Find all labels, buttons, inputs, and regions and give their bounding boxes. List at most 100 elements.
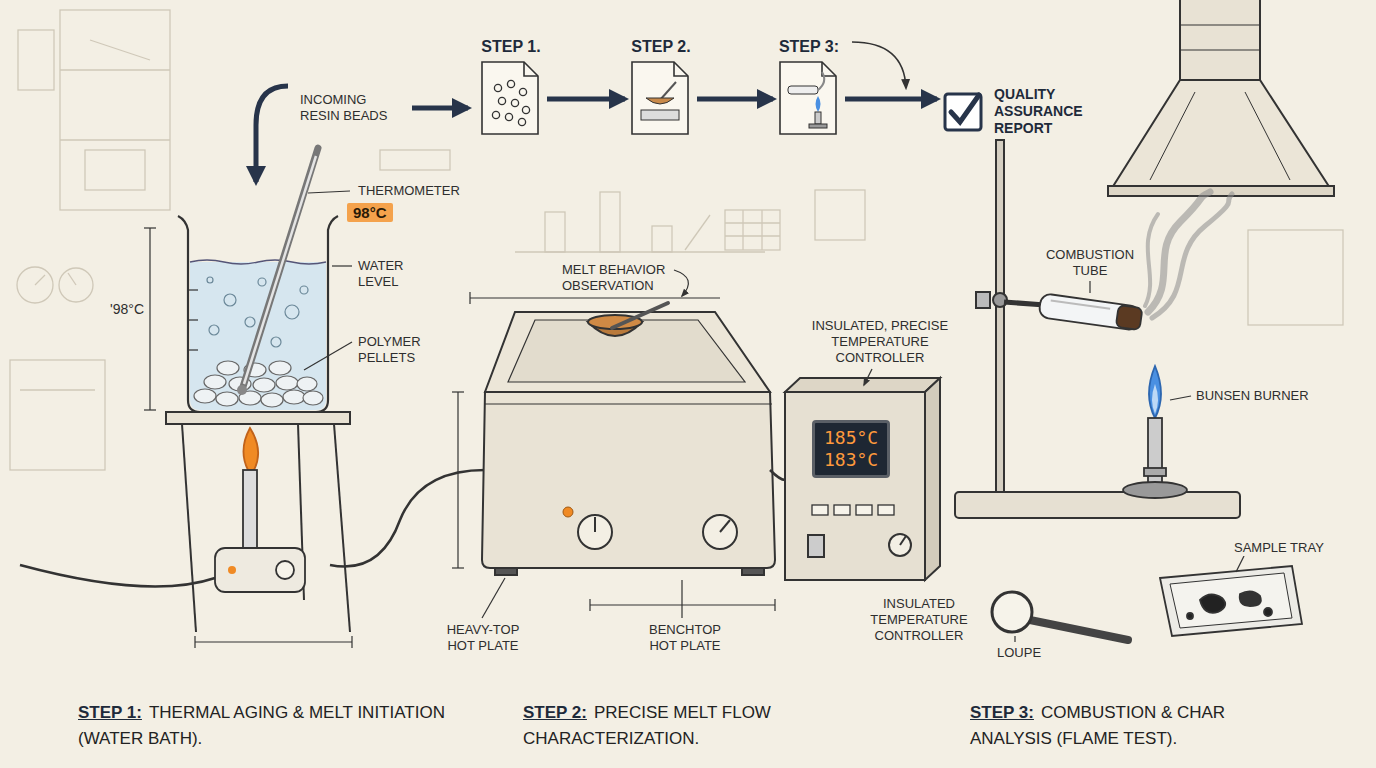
node-text: STEP 3: <box>779 38 839 56</box>
background-sketch-part <box>742 210 743 250</box>
water-bath-stand-part <box>334 424 350 632</box>
beaker-part-part <box>253 378 275 392</box>
ring-stand-part <box>1004 302 1045 305</box>
part-label: INCOMING RESIN BEADS <box>298 92 406 124</box>
flow-arrow <box>697 97 773 102</box>
beaker-part-part <box>204 375 226 389</box>
burner-part <box>243 470 257 550</box>
temperature-controller-part <box>785 378 940 392</box>
beaker-part-part <box>258 278 266 286</box>
background-sketch-part <box>17 267 53 303</box>
background-sketch-part <box>380 150 450 170</box>
document-icon-frame <box>480 60 542 138</box>
dimension-lines-part <box>149 228 150 410</box>
leader-lines-part <box>674 270 688 296</box>
plate <box>641 110 679 120</box>
water-bath-stand-part <box>166 412 350 424</box>
document-icon <box>482 62 538 134</box>
beaker-part <box>244 156 316 384</box>
flame <box>816 96 821 112</box>
part-label: SAMPLE TRAY <box>1232 540 1342 556</box>
combustion-tube-part <box>1116 305 1143 330</box>
beaker-part-part <box>224 294 236 306</box>
temperature-controller-part-part <box>856 505 872 515</box>
step-number: STEP 1: <box>78 703 142 722</box>
hot-plate-part <box>485 403 772 404</box>
background-sketch-part <box>60 139 170 140</box>
background-sketch-part <box>1248 230 1343 325</box>
leader-lines-part <box>332 265 352 266</box>
step-document: STEP 3: <box>778 38 840 138</box>
leader-lines-part <box>1170 396 1191 400</box>
beaker-part-part <box>188 319 198 320</box>
burner-base <box>809 124 827 128</box>
burner <box>20 428 305 592</box>
beaker-part-part <box>285 305 299 319</box>
fume-hood-part <box>1112 80 1330 188</box>
bead-dot <box>518 118 525 125</box>
sample-tray-part <box>1200 594 1225 612</box>
step-number: STEP 2: <box>523 703 587 722</box>
dimension-lines-part <box>469 292 470 304</box>
combustion-tube-part <box>1051 300 1110 308</box>
leader-lines-part <box>864 369 872 385</box>
background-sketch-part <box>60 10 170 210</box>
beaker-part-part <box>276 376 298 390</box>
beads-icon <box>492 80 529 125</box>
loupe-part <box>1030 620 1128 640</box>
hot-plate-part <box>330 470 485 567</box>
document-icon <box>780 62 836 134</box>
fume-hood-part <box>1180 25 1260 26</box>
beaker-part-part <box>207 277 213 283</box>
beaker-part <box>237 385 247 395</box>
scale-icon <box>641 82 679 120</box>
incoming-arrow-part <box>412 106 468 111</box>
beaker-part-part <box>297 377 317 391</box>
leader-lines-part <box>1236 556 1244 572</box>
loupe <box>992 592 1128 640</box>
part-label: WATER LEVEL <box>356 258 418 290</box>
fume-hood-part <box>1180 50 1260 51</box>
temperature-tag: 98°C <box>347 203 393 222</box>
leader-lines-part <box>482 578 505 618</box>
step-three-pointer <box>852 42 906 88</box>
burner-part <box>20 565 215 586</box>
step-document: STEP 1. <box>480 38 542 138</box>
leader-lines-part <box>304 342 352 370</box>
burner <box>815 112 821 124</box>
document-icon <box>632 62 688 134</box>
beaker-part-part <box>303 391 323 405</box>
burner-part <box>228 566 236 574</box>
node-text: STEP 1. <box>481 38 540 56</box>
background-sketch-part <box>600 192 620 252</box>
background-sketch-part <box>815 190 865 240</box>
smoke <box>1145 192 1232 318</box>
beaker-part <box>194 361 323 407</box>
beaker-part-part <box>188 349 198 350</box>
background-sketch-part <box>725 210 780 250</box>
background-sketch-part <box>18 30 54 90</box>
temperature-display: 185°C183°C <box>812 420 890 478</box>
ring-stand-part <box>996 140 1004 492</box>
background-sketch-part <box>35 275 45 285</box>
smoke <box>818 72 824 90</box>
dimension-lines-part <box>194 636 195 648</box>
bead-dot <box>522 106 529 113</box>
checkbox-frame <box>942 91 984 133</box>
dimension-lines-part <box>351 636 352 648</box>
sample-tray-part <box>1264 608 1272 616</box>
bead-dot <box>505 113 512 120</box>
burner-part <box>243 428 258 470</box>
smoke-part <box>1152 194 1232 318</box>
fume-hood-part <box>1180 0 1260 80</box>
hot-plate-part <box>770 470 785 480</box>
fume-hood-part <box>1245 92 1290 180</box>
leader-lines-part <box>1014 636 1015 642</box>
temperature-controller-part <box>808 535 824 557</box>
beaker-part-part <box>216 392 238 406</box>
node-text: QUALITY ASSURANCE REPORT <box>994 86 1099 137</box>
beaker-part <box>190 260 326 264</box>
background-sketch-part <box>85 150 145 190</box>
fume-hood <box>1108 0 1334 196</box>
dimension-lines-part <box>589 599 590 611</box>
